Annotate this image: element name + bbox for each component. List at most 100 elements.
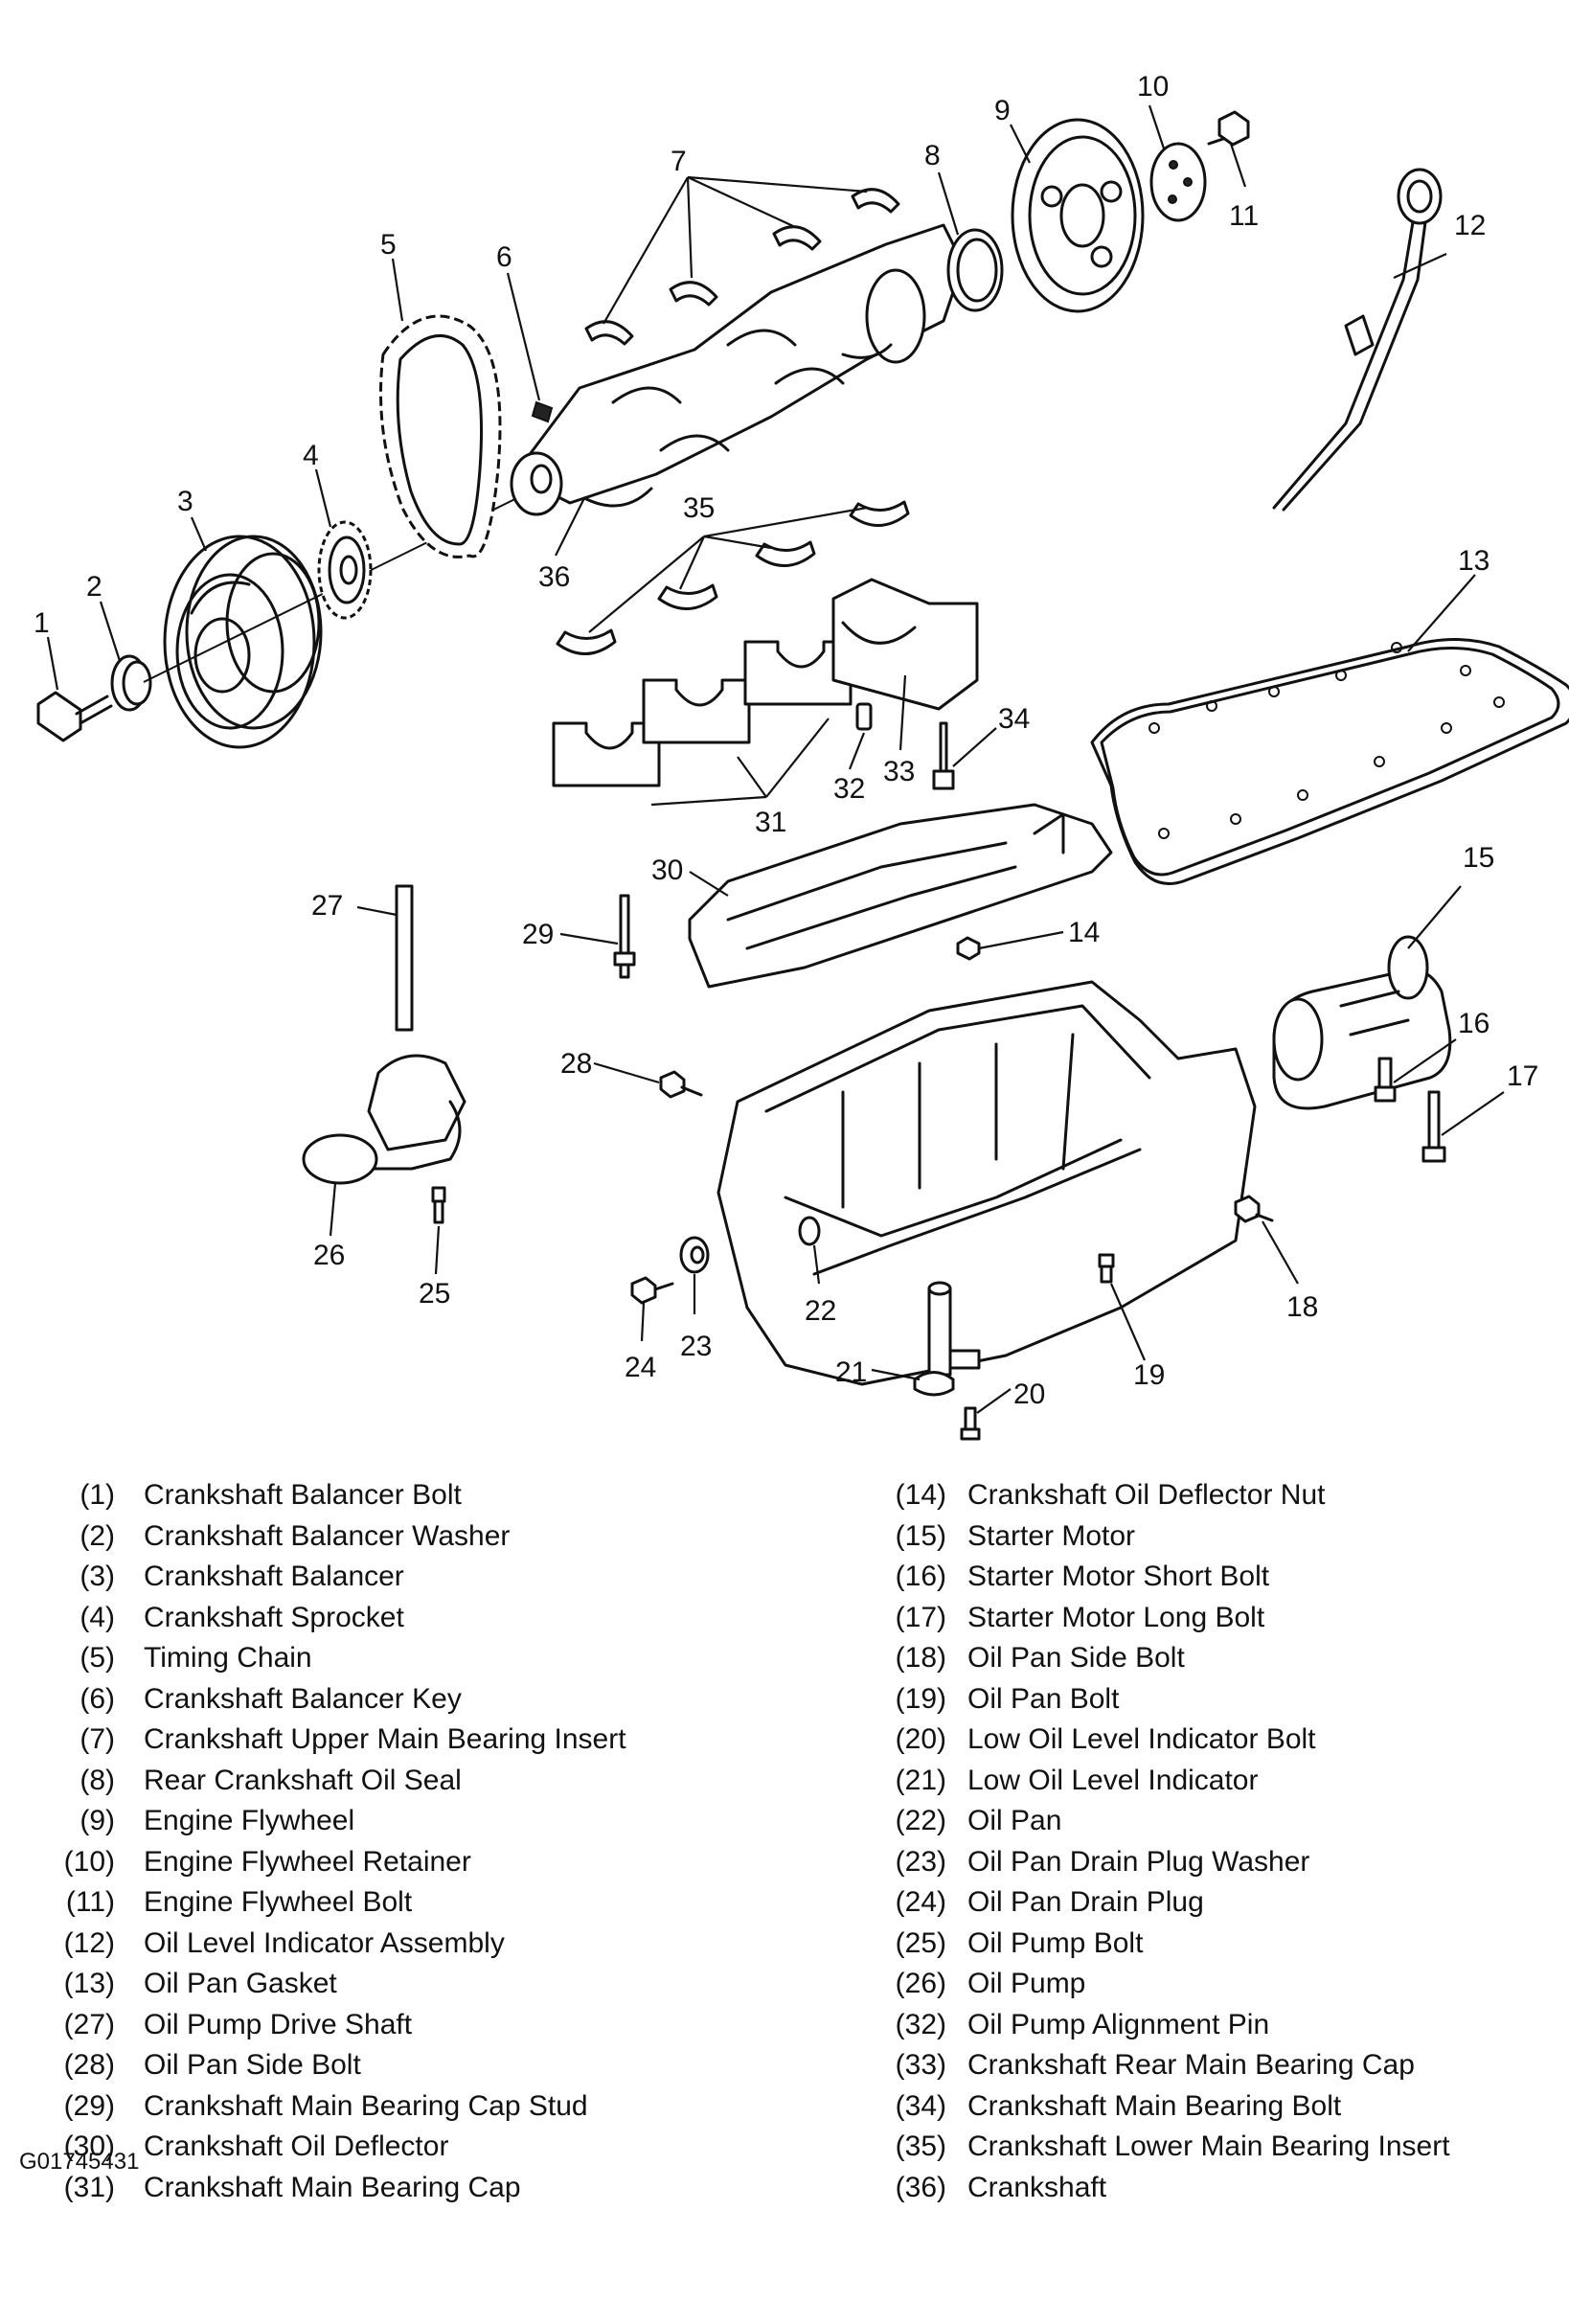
legend-number: (2) <box>80 1519 115 1552</box>
figure-id: G01745431 <box>19 2149 140 2175</box>
callout: 13 <box>1458 545 1489 577</box>
callout: 9 <box>994 95 1011 126</box>
legend-number: (15) <box>895 1519 946 1552</box>
legend-item: (32)Oil Pump Alignment Pin <box>879 2005 1550 2046</box>
part-main-bearing-bolt <box>932 721 955 790</box>
part-crankshaft-balancer-key <box>531 400 554 423</box>
part-upper-main-bearing-inserts <box>584 175 900 346</box>
legend-number: (12) <box>63 1926 115 1959</box>
part-low-oil-level-indicator-bolt <box>960 1406 981 1441</box>
legend-column-left: (1)Crankshaft Balancer Bolt(2)Crankshaft… <box>29 1475 853 2208</box>
legend-item: (23)Oil Pan Drain Plug Washer <box>879 1842 1550 1883</box>
legend-item: (16)Starter Motor Short Bolt <box>879 1557 1550 1598</box>
legend-item: (6)Crankshaft Balancer Key <box>29 1679 853 1720</box>
callout-labels: 1 2 3 4 5 6 7 8 9 10 11 12 13 14 15 16 1… <box>34 71 1538 1410</box>
leader-lines <box>46 104 1505 1414</box>
legend-label: Low Oil Level Indicator Bolt <box>967 1723 1316 1756</box>
legend-number: (26) <box>895 1968 946 2000</box>
legend-number: (13) <box>63 1968 115 2000</box>
legend-item: (7)Crankshaft Upper Main Bearing Insert <box>29 1720 853 1761</box>
callout: 36 <box>538 561 570 593</box>
part-rear-crankshaft-oil-seal <box>946 228 1004 312</box>
legend-number: (16) <box>895 1561 946 1593</box>
part-starter-motor <box>1272 935 1452 1110</box>
legend-number: (24) <box>895 1886 946 1919</box>
legend-label: Crankshaft <box>967 2171 1107 2203</box>
callout: 34 <box>998 703 1030 735</box>
legend-label: Oil Pan Side Bolt <box>144 2049 361 2082</box>
part-lower-main-bearing-inserts <box>556 500 910 655</box>
legend-item: (10)Engine Flywheel Retainer <box>29 1842 853 1883</box>
legend-column-right: (14)Crankshaft Oil Deflector Nut(15)Star… <box>879 1475 1550 2208</box>
callout: 29 <box>522 919 554 950</box>
callout: 28 <box>560 1048 592 1080</box>
legend-item: (11)Engine Flywheel Bolt <box>29 1882 853 1924</box>
callout: 35 <box>683 492 715 524</box>
part-main-bearing-cap-stud <box>613 894 636 979</box>
legend-number: (25) <box>895 1926 946 1959</box>
legend-number: (1) <box>80 1479 115 1512</box>
legend-item: (2)Crankshaft Balancer Washer <box>29 1516 853 1558</box>
part-low-oil-level-indicator <box>913 1281 981 1397</box>
part-crankshaft-balancer-bolt <box>36 691 113 742</box>
callout: 5 <box>380 229 397 261</box>
legend-item: (13)Oil Pan Gasket <box>29 1964 853 2005</box>
callout: 19 <box>1133 1359 1165 1391</box>
callout: 2 <box>86 571 102 603</box>
legend-number: (32) <box>895 2008 946 2040</box>
legend-label: Crankshaft Balancer Key <box>144 1682 462 1715</box>
legend-number: (9) <box>80 1805 115 1837</box>
part-engine-flywheel-retainer <box>1149 142 1207 222</box>
part-oil-pan-bolt <box>1098 1253 1115 1284</box>
callout: 6 <box>496 241 512 273</box>
legend-item: (25)Oil Pump Bolt <box>879 1924 1550 1965</box>
callout: 20 <box>1013 1378 1045 1410</box>
legend-label: Engine Flywheel Retainer <box>144 1845 471 1878</box>
legend-number: (21) <box>895 1764 946 1796</box>
legend-number: (4) <box>80 1601 115 1633</box>
callout: 24 <box>625 1352 656 1383</box>
legend-number: (30) <box>63 2130 115 2163</box>
legend-number: (8) <box>80 1764 115 1796</box>
legend-label: Timing Chain <box>144 1642 312 1675</box>
legend-label: Oil Pump <box>967 1968 1086 2000</box>
legend-number: (22) <box>895 1805 946 1837</box>
part-oil-level-indicator-assembly <box>1272 168 1443 512</box>
legend-label: Crankshaft Main Bearing Bolt <box>967 2089 1342 2122</box>
callout: 7 <box>671 146 687 177</box>
legend-number: (17) <box>895 1601 946 1633</box>
callout: 15 <box>1463 842 1494 874</box>
legend-item: (21)Low Oil Level Indicator <box>879 1761 1550 1802</box>
legend-item: (1)Crankshaft Balancer Bolt <box>29 1475 853 1516</box>
legend-number: (20) <box>895 1723 946 1756</box>
callout: 8 <box>924 140 941 171</box>
part-drain-plug <box>630 1276 674 1305</box>
part-crankshaft-balancer-washer <box>110 654 152 712</box>
legend-label: Crankshaft Sprocket <box>144 1601 404 1633</box>
legend-item: (19)Oil Pan Bolt <box>879 1679 1550 1720</box>
legend-item: (12)Oil Level Indicator Assembly <box>29 1924 853 1965</box>
legend-number: (28) <box>63 2049 115 2082</box>
legend-item: (15)Starter Motor <box>879 1516 1550 1558</box>
legend-number: (14) <box>895 1479 946 1512</box>
callout: 4 <box>303 440 319 471</box>
part-oil-pan-side-bolt-18 <box>1234 1195 1274 1223</box>
exploded-engine-diagram: 1 2 3 4 5 6 7 8 9 10 11 12 13 14 15 16 1… <box>34 71 1569 1441</box>
legend-label: Engine Flywheel Bolt <box>144 1886 413 1919</box>
part-engine-flywheel <box>1011 118 1145 313</box>
legend-label: Oil Pan Side Bolt <box>967 1642 1185 1675</box>
legend-item: (34)Crankshaft Main Bearing Bolt <box>879 2086 1550 2128</box>
legend-item: (31)Crankshaft Main Bearing Cap <box>29 2168 853 2209</box>
part-starter-long-bolt <box>1421 1090 1446 1163</box>
callout: 21 <box>835 1356 867 1388</box>
part-oil-pump-bolt <box>431 1186 446 1224</box>
part-crankshaft-oil-deflector <box>688 803 1113 989</box>
legend-label: Crankshaft Rear Main Bearing Cap <box>967 2049 1415 2082</box>
legend-label: Crankshaft Main Bearing Cap <box>144 2171 521 2203</box>
part-main-bearing-caps <box>552 640 853 807</box>
callout: 23 <box>680 1331 712 1362</box>
callout: 3 <box>177 486 193 517</box>
part-oil-pan-side-bolt-28 <box>659 1070 703 1099</box>
legend-item: (8)Rear Crankshaft Oil Seal <box>29 1761 853 1802</box>
part-oil-pump <box>302 1054 466 1185</box>
